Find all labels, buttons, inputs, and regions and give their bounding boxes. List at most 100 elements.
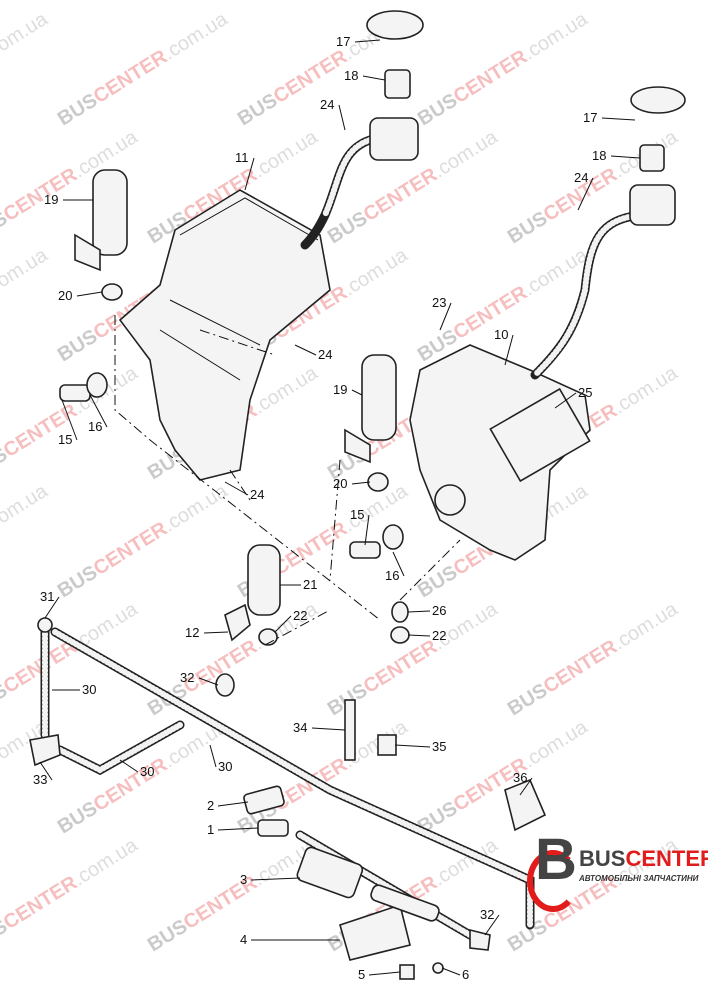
callout-35: 35 [394,739,446,754]
assembly-lines [114,315,461,646]
callout-number: 3 [240,872,247,887]
callout-number: 24 [318,347,332,362]
callout-16: 16 [88,394,108,434]
leader-line [364,514,370,546]
callout-number: 19 [333,382,347,397]
callout-31: 31 [40,589,60,619]
callout-17: 17 [336,34,381,49]
callout-19: 19 [44,192,93,207]
callout-17: 17 [583,110,636,125]
callout-22: 22 [274,608,307,633]
callout-33: 33 [33,761,53,787]
leader-line [198,677,219,686]
callout-16: 16 [385,551,405,583]
callout-1: 1 [207,822,259,837]
pump-19-right [344,354,404,559]
buscenter-logo: B BUSCENTER АВТОМОБІЛЬНІ ЗАПЧАСТИНИ [527,827,708,912]
callout-number: 20 [58,288,72,303]
washer-hoses [29,617,535,940]
callout-21: 21 [280,577,317,592]
logo-letter: B [535,827,577,892]
callout-34: 34 [293,720,346,735]
callout-number: 6 [462,967,469,982]
leader-line [351,481,371,485]
callout-24: 24 [294,344,332,362]
callout-number: 11 [235,150,249,165]
leader-line [392,551,405,577]
leader-line [89,394,108,428]
callout-number: 31 [40,589,54,604]
leader-line [484,914,500,936]
leader-line [441,967,461,976]
callout-11: 11 [235,150,255,191]
callout-5: 5 [358,967,401,982]
callout-18: 18 [592,148,641,163]
leader-line [338,104,346,131]
callout-number: 17 [583,110,597,125]
callout-22: 22 [407,628,446,643]
callout-number: 16 [385,568,399,583]
callout-25: 25 [554,385,592,409]
callout-4: 4 [240,932,340,947]
callout-number: 16 [88,419,102,434]
callout-number: 20 [333,476,347,491]
callout-10: 10 [494,327,514,366]
leader-line [76,291,103,297]
callout-number: 22 [432,628,446,643]
callout-number: 21 [303,577,317,592]
callout-number: 26 [432,603,446,618]
callout-number: 23 [432,295,446,310]
leader-line [504,334,514,366]
callout-24: 24 [574,170,594,211]
pump-19-left [59,169,128,402]
leader-line [274,615,292,633]
callout-30: 30 [119,759,154,779]
callout-number: 19 [44,192,58,207]
callout-2: 2 [207,798,249,813]
callout-number: 35 [432,739,446,754]
leader-line [351,389,363,396]
leader-line [61,399,78,441]
callout-3: 3 [240,872,301,887]
leader-line [311,727,346,731]
leader-line [362,75,386,81]
callout-19: 19 [333,382,363,397]
callout-20: 20 [58,288,103,303]
callout-number: 24 [320,97,334,112]
callout-number: 34 [293,720,307,735]
leader-line [119,759,139,773]
callout-number: 32 [480,907,494,922]
leader-line [610,155,641,159]
logo-name-bus: BUS [579,846,626,871]
callout-24: 24 [224,481,264,502]
leader-line [394,744,431,748]
headlamp-washer-parts [243,699,547,980]
callout-18: 18 [344,68,386,83]
leader-line [439,302,452,331]
leader-line [217,827,259,831]
filler-neck-right [530,86,686,380]
callout-30: 30 [52,682,96,697]
callout-number: 18 [592,148,606,163]
leader-line [209,744,217,768]
logo-name-center: CENTER [625,846,708,871]
callout-number: 24 [574,170,588,185]
leader-line [601,117,636,121]
callout-23: 23 [432,295,452,331]
leader-line [554,392,577,409]
leader-line [44,596,60,619]
callout-number: 24 [250,487,264,502]
callout-12: 12 [185,625,229,640]
callout-32: 32 [480,907,500,936]
callout-32: 32 [180,670,219,686]
filler-neck-left [300,10,424,250]
reservoir-10 [409,344,591,561]
callout-number: 30 [140,764,154,779]
callout-number: 30 [218,759,232,774]
pump-21 [224,544,410,646]
logo-name: BUSCENTER [579,846,708,872]
leader-line [250,877,301,881]
reservoir-11 [118,189,331,481]
